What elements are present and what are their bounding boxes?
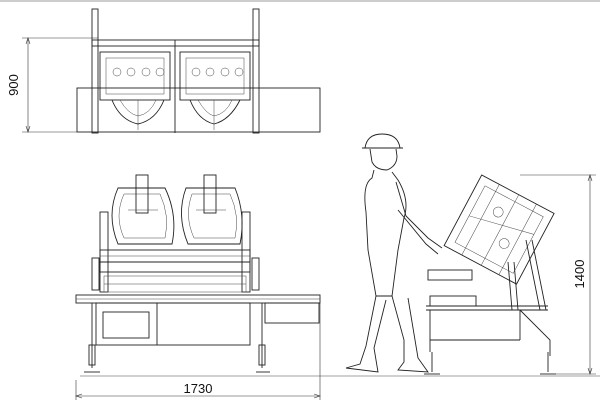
top-right-seat bbox=[179, 51, 251, 130]
operator-figure bbox=[345, 133, 443, 373]
height-dimension-label: 1400 bbox=[572, 260, 587, 289]
top-view: 900 bbox=[0, 0, 600, 134]
depth-dimension-label: 900 bbox=[6, 74, 21, 96]
top-left-seat bbox=[99, 51, 171, 130]
front-left-seat bbox=[111, 174, 175, 245]
side-view: 1400 bbox=[424, 174, 596, 375]
front-view: 1730 bbox=[75, 174, 321, 400]
width-dimension-label: 1730 bbox=[184, 381, 213, 396]
tilted-seat-assembly bbox=[443, 174, 555, 285]
front-right-seat bbox=[181, 174, 243, 245]
